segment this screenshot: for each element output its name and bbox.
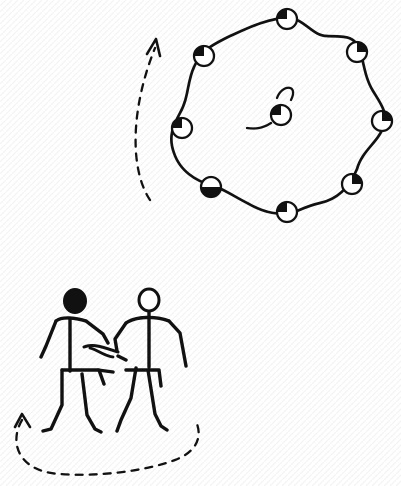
circle-dancer-8 (194, 46, 214, 66)
circle-dancer-1 (277, 9, 297, 29)
circle-dancer-2 (347, 42, 367, 62)
circle-dancer-7 (172, 118, 192, 138)
circle-dancer-5 (277, 202, 297, 222)
circle-dancer-6 (201, 177, 221, 197)
circle-dancer-3 (372, 111, 392, 131)
circle-dancer-4 (342, 174, 362, 194)
